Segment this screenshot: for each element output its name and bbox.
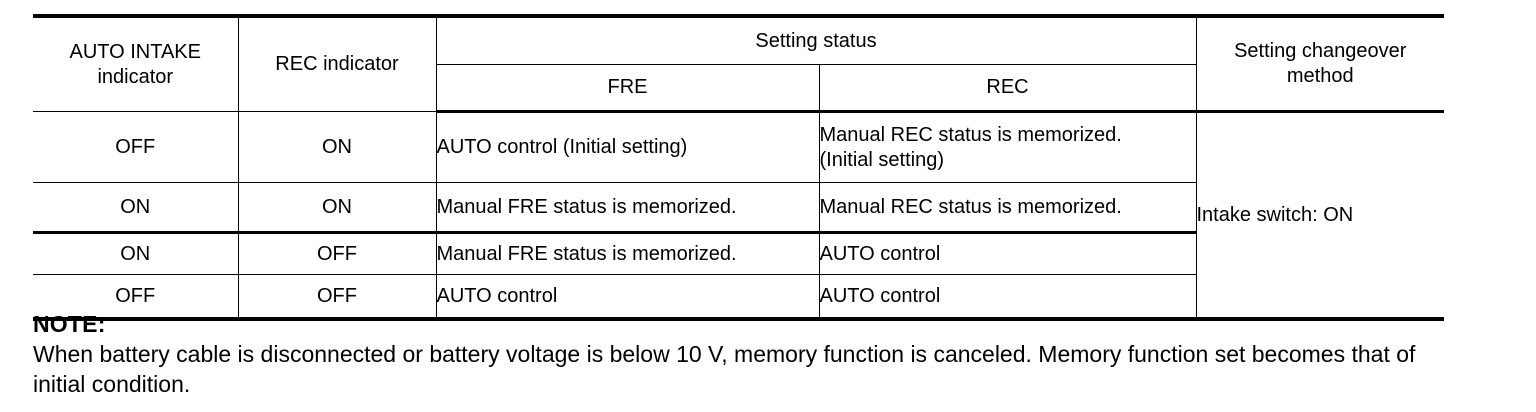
header-rec: REC xyxy=(818,64,1196,113)
header-fre: FRE xyxy=(436,64,820,113)
header-auto-intake-indicator: AUTO INTAKE indicator xyxy=(33,14,239,112)
note-title: NOTE: xyxy=(33,311,106,337)
header-auto-intake-line1: AUTO INTAKE xyxy=(69,40,201,63)
cell-fre: Manual FRE status is memorized. xyxy=(435,182,820,234)
header-changeover-line2: method xyxy=(1286,65,1354,87)
setting-status-table-wrapper: AUTO INTAKE indicator REC indicator Sett… xyxy=(33,14,1444,321)
cell-auto-intake: ON xyxy=(33,232,239,275)
header-auto-intake-line2: indicator xyxy=(97,65,174,88)
note-block: NOTE: When battery cable is disconnected… xyxy=(33,310,1473,399)
cell-changeover-method: Intake switch: ON xyxy=(1195,111,1444,321)
cell-fre: Manual FRE status is memorized. xyxy=(435,232,820,275)
cell-rec-indicator: OFF xyxy=(237,232,437,275)
note-body: When battery cable is disconnected or ba… xyxy=(33,341,1416,397)
cell-fre: AUTO control (Initial setting) xyxy=(435,111,820,183)
cell-rec-line2: (Initial setting) xyxy=(819,148,945,171)
table-row: ON ON Manual FRE status is memorized. Ma… xyxy=(33,182,1444,234)
cell-rec: Manual REC status is memorized. (Initial… xyxy=(818,111,1197,183)
cell-fre: AUTO control xyxy=(435,274,820,321)
cell-rec-indicator: ON xyxy=(237,182,437,234)
cell-rec: Manual REC status is memorized. xyxy=(818,182,1196,234)
cell-auto-intake: ON xyxy=(33,182,239,234)
table-header-row-2: FRE REC xyxy=(33,64,1444,113)
table-header-row-1: AUTO INTAKE indicator REC indicator Sett… xyxy=(33,14,1444,113)
header-rec-indicator: REC indicator xyxy=(237,14,437,112)
header-setting-status: Setting status xyxy=(435,14,1197,65)
table-row: OFF OFF AUTO control AUTO control xyxy=(33,274,1444,321)
table-row: OFF ON AUTO control (Initial setting) Ma… xyxy=(33,111,1444,321)
cell-rec-indicator: ON xyxy=(237,111,437,183)
table-row: ON OFF Manual FRE status is memorized. A… xyxy=(33,232,1444,275)
setting-status-table: AUTO INTAKE indicator REC indicator Sett… xyxy=(33,14,1444,321)
header-changeover-line1: Setting changeover xyxy=(1234,40,1407,62)
cell-rec-line1: Manual REC status is memorized. xyxy=(819,123,1122,146)
cell-rec: AUTO control xyxy=(818,274,1196,321)
cell-rec: AUTO control xyxy=(818,232,1196,275)
cell-rec-indicator: OFF xyxy=(237,274,437,321)
cell-auto-intake: OFF xyxy=(33,274,239,321)
cell-auto-intake: OFF xyxy=(33,111,239,183)
header-setting-changeover-method: Setting changeover method xyxy=(1195,14,1444,113)
